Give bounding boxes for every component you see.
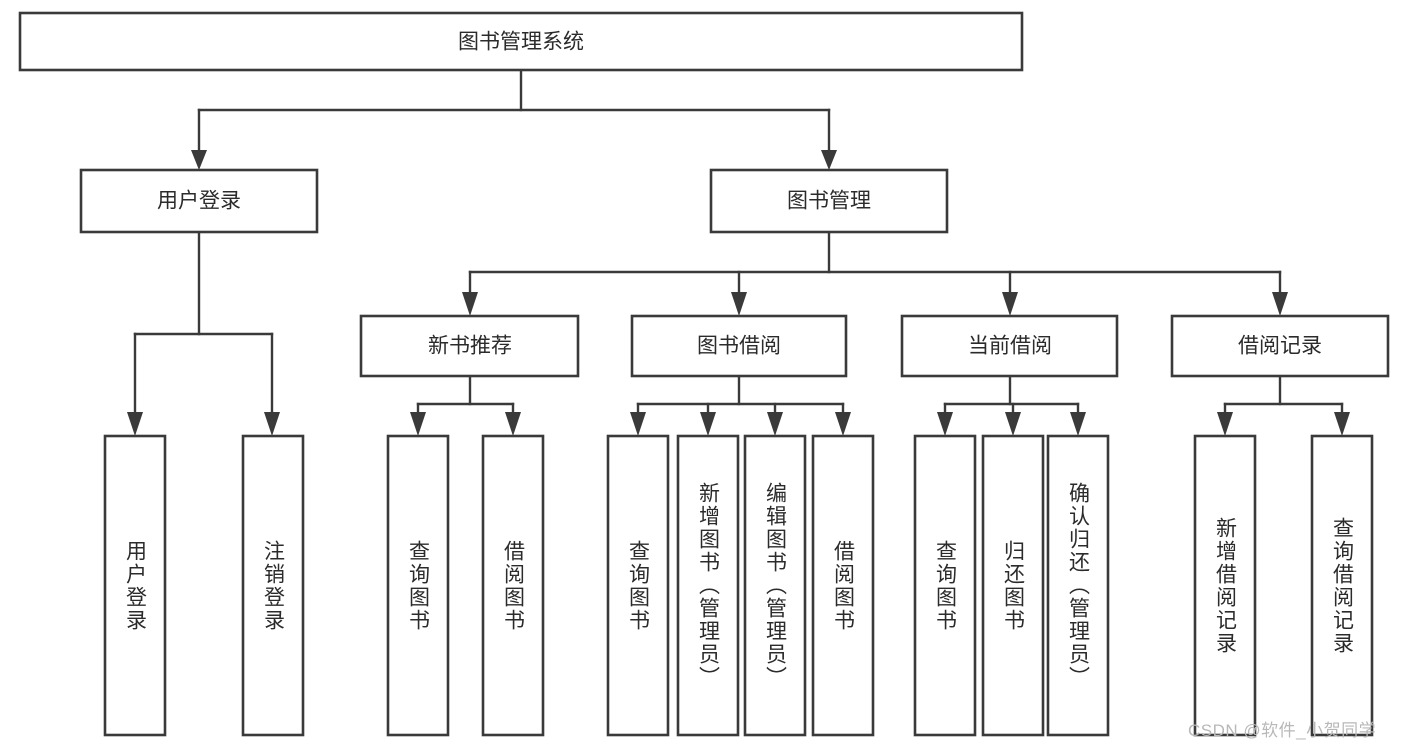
- arrow-leaf-logout-login: [264, 412, 280, 436]
- arrow-new-book: [462, 292, 478, 316]
- connectors-root-to-level2: [191, 68, 837, 170]
- node-root-box: [18, 11, 1024, 72]
- arrow-leaf-edit-book: [767, 412, 783, 436]
- node-book-manage-label: 图书管理: [787, 190, 871, 213]
- leaf-return-book-label: 归还图书: [1001, 539, 1025, 632]
- connectors-book-borrow-to-leaves: [630, 374, 851, 436]
- leaf-confirm-return[interactable]: 确认归还（管理员）: [1046, 434, 1110, 737]
- leaf-add-record-label: 新增借阅记录: [1213, 516, 1237, 655]
- connectors-borrow-record-to-leaves: [1217, 374, 1350, 436]
- leaf-user-login-box: [103, 434, 167, 737]
- node-book-borrow[interactable]: 图书借阅: [630, 314, 848, 378]
- leaf-query-book-2-label: 查询图书: [626, 539, 650, 632]
- leaf-borrow-book-1[interactable]: 借阅图书: [481, 434, 545, 737]
- arrow-leaf-confirm-return: [1070, 412, 1086, 436]
- leaf-query-record[interactable]: 查询借阅记录: [1310, 434, 1374, 737]
- leaf-edit-book-box: [743, 434, 807, 737]
- node-root[interactable]: 图书管理系统: [18, 11, 1024, 72]
- arrow-leaf-user-login: [127, 412, 143, 436]
- node-new-book-recommend[interactable]: 新书推荐: [359, 314, 580, 378]
- node-book-borrow-label: 图书借阅: [697, 335, 781, 358]
- arrow-leaf-query-record: [1334, 412, 1350, 436]
- arrow-book-manage: [821, 150, 837, 170]
- node-current-borrow-box: [900, 314, 1119, 378]
- node-current-borrow-label: 当前借阅: [968, 335, 1052, 358]
- arrow-leaf-query-book-1: [410, 412, 426, 436]
- leaf-edit-book-label: 编辑图书（管理员）: [763, 482, 787, 689]
- leaf-confirm-return-label: 确认归还（管理员）: [1066, 482, 1090, 689]
- leaf-logout-login-box: [241, 434, 305, 737]
- leaf-query-book-2-box: [606, 434, 670, 737]
- leaf-query-record-label: 查询借阅记录: [1330, 516, 1354, 655]
- leaf-query-book-1-box: [386, 434, 450, 737]
- leaf-query-book-1-label: 查询图书: [406, 539, 430, 632]
- node-book-manage-box: [709, 168, 949, 234]
- arrow-leaf-borrow-book-1: [505, 412, 521, 436]
- leaf-add-record-box: [1193, 434, 1257, 737]
- arrow-leaf-query-book-2: [630, 412, 646, 436]
- arrow-current-borrow: [1002, 292, 1018, 316]
- arrow-book-borrow: [731, 292, 747, 316]
- node-borrow-record-box: [1170, 314, 1390, 378]
- leaf-user-login-label: 用户登录: [123, 539, 147, 632]
- leaf-query-book-3-box: [913, 434, 977, 737]
- leaf-borrow-book-2-box: [811, 434, 875, 737]
- leaf-borrow-book-2[interactable]: 借阅图书: [811, 434, 875, 737]
- arrow-borrow-record: [1272, 292, 1288, 316]
- node-new-book-recommend-box: [359, 314, 580, 378]
- node-user-login-label: 用户登录: [157, 190, 241, 213]
- arrow-leaf-borrow-book-2: [835, 412, 851, 436]
- leaf-confirm-return-box: [1046, 434, 1110, 737]
- connectors-user-login-to-leaves: [127, 230, 280, 436]
- node-user-login[interactable]: 用户登录: [79, 168, 319, 234]
- leaf-add-record[interactable]: 新增借阅记录: [1193, 434, 1257, 737]
- connectors-book-manage-to-level3: [462, 230, 1288, 316]
- arrow-leaf-return-book: [1005, 412, 1021, 436]
- node-book-manage[interactable]: 图书管理: [709, 168, 949, 234]
- leaf-query-record-box: [1310, 434, 1374, 737]
- leaf-borrow-book-2-label: 借阅图书: [831, 539, 855, 632]
- arrow-leaf-query-book-3: [937, 412, 953, 436]
- arrow-user-login: [191, 150, 207, 170]
- node-borrow-record-label: 借阅记录: [1238, 335, 1322, 358]
- leaf-borrow-book-1-box: [481, 434, 545, 737]
- leaf-query-book-2[interactable]: 查询图书: [606, 434, 670, 737]
- leaf-query-book-3[interactable]: 查询图书: [913, 434, 977, 737]
- node-root-label: 图书管理系统: [458, 31, 584, 54]
- node-borrow-record[interactable]: 借阅记录: [1170, 314, 1390, 378]
- leaf-return-book[interactable]: 归还图书: [981, 434, 1045, 737]
- leaf-borrow-book-1-label: 借阅图书: [501, 539, 525, 632]
- leaf-add-book[interactable]: 新增图书（管理员）: [676, 434, 740, 737]
- node-new-book-recommend-label: 新书推荐: [428, 335, 512, 358]
- leaf-user-login[interactable]: 用户登录: [103, 434, 167, 737]
- leaf-edit-book[interactable]: 编辑图书（管理员）: [743, 434, 807, 737]
- leaf-logout-login-label: 注销登录: [261, 539, 285, 632]
- leaf-query-book-3-label: 查询图书: [933, 539, 957, 632]
- leaf-add-book-label: 新增图书（管理员）: [696, 482, 720, 689]
- connectors-new-book-to-leaves: [410, 374, 521, 436]
- node-current-borrow[interactable]: 当前借阅: [900, 314, 1119, 378]
- node-user-login-box: [79, 168, 319, 234]
- leaf-return-book-box: [981, 434, 1045, 737]
- csdn-watermark: CSDN @软件_小贺同学: [1188, 721, 1377, 740]
- leaf-query-book-1[interactable]: 查询图书: [386, 434, 450, 737]
- arrow-leaf-add-book: [700, 412, 716, 436]
- leaf-logout-login[interactable]: 注销登录: [241, 434, 305, 737]
- leaf-add-book-box: [676, 434, 740, 737]
- arrow-leaf-add-record: [1217, 412, 1233, 436]
- connectors-current-borrow-to-leaves: [937, 374, 1086, 436]
- node-book-borrow-box: [630, 314, 848, 378]
